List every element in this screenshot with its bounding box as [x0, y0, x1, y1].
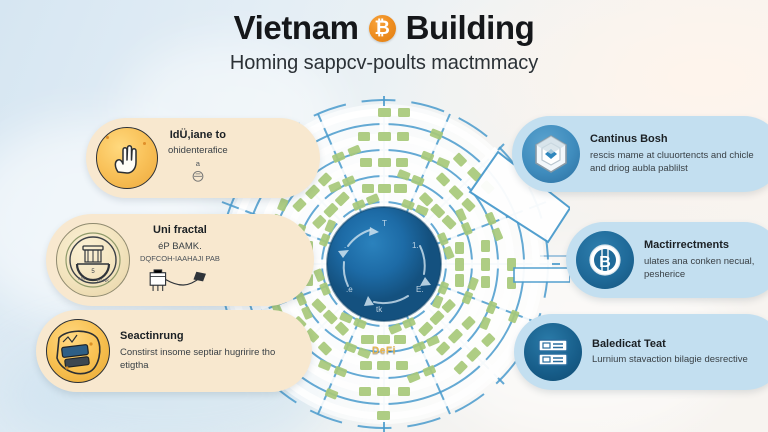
card-consensus-body: Cantinus Bosh rescis mame at cluuortenct… [590, 133, 766, 175]
card-ledger-title: Baledicat Teat [592, 337, 666, 350]
bitcoin-glyph: B [589, 244, 621, 276]
hub-core-disc [327, 207, 441, 321]
hub-ring-marks: T 1. E. tk .e . [344, 219, 424, 314]
card-community-sub: a [195, 158, 200, 168]
card-ledger-desc: Lurnium stavaction bilagie desrective [592, 354, 748, 366]
card-bank[interactable]: 5 AM BANK Uni fractal éP BAMK. DQFCOH-IA… [46, 214, 314, 306]
hub-arrow-heads [338, 227, 431, 306]
card-payments-title: Mactirrectments [644, 239, 729, 252]
card-consensus-desc: rescis mame at cluuortencts and chicle a… [590, 149, 754, 174]
wallet-glyph [56, 330, 101, 375]
card-bank-title: Uni fractal [153, 224, 207, 237]
card-community[interactable]: IdÜ,iane to ohidenterafice a [86, 118, 320, 198]
card-payments-body: Mactirrectments ulates ana conken necual… [644, 239, 766, 281]
card-security-body: Seactinrung Constirst insome septiar hug… [120, 330, 296, 372]
bitcoin-circle-icon: B [576, 231, 634, 289]
hand-glyph [114, 145, 137, 174]
page-title: Vietnam ₿ Building [0, 9, 768, 46]
card-consensus[interactable]: Cantinus Bosh rescis mame at cluuortenct… [512, 116, 768, 192]
green-city-blocks [270, 108, 520, 420]
small-seal-icon [192, 171, 204, 182]
wallet-card-icon [46, 319, 110, 383]
card-bank-desc: éP BAMK. [158, 240, 202, 252]
svg-text:AM: AM [78, 276, 85, 281]
hub-core-label: DeFi [371, 345, 397, 357]
bitcoin-icon: ₿ [368, 14, 396, 42]
svg-text:tk: tk [376, 305, 383, 314]
card-ledger[interactable]: Baledicat Teat Lurnium stavaction bilagi… [514, 314, 768, 390]
svg-text:BANK: BANK [97, 278, 109, 283]
card-ledger-body: Baledicat Teat Lurnium stavaction bilagi… [592, 338, 748, 367]
card-bank-body: Uni fractal éP BAMK. DQFCOH-IAAHAJI PAB [140, 224, 220, 296]
hexagon-cube-icon [522, 125, 580, 183]
coin-seal-icon: 5 AM BANK [56, 223, 130, 297]
card-consensus-title: Cantinus Bosh [590, 133, 668, 146]
svg-text:5: 5 [91, 269, 95, 275]
card-security[interactable]: Seactinrung Constirst insome septiar hug… [36, 310, 312, 392]
atm-network-sketch-icon [149, 269, 206, 291]
poster-header: Vietnam ₿ Building Homing sappcv-poults … [0, 9, 768, 75]
card-security-title: Seactinrung [120, 330, 184, 343]
svg-text:.e: .e [346, 285, 353, 294]
svg-text:.: . [344, 241, 346, 250]
svg-text:E.: E. [416, 285, 424, 294]
server-stack-icon [524, 323, 582, 381]
svg-text:B: B [599, 254, 611, 271]
title-word-left: Vietnam [233, 9, 359, 46]
card-community-body: IdÜ,iane to ohidenterafice a [168, 129, 228, 188]
server-glyph [538, 339, 568, 366]
card-community-title: IdÜ,iane to [169, 128, 226, 141]
bank-crest-glyph: 5 AM BANK [65, 232, 121, 288]
page-subtitle: Homing sappcv-poults mactmmacy [229, 52, 539, 75]
hexagon-glyph [535, 135, 567, 173]
card-payments[interactable]: B Mactirrectments ulates ana conken necu… [566, 222, 768, 298]
card-community-desc: ohidenterafice [168, 145, 228, 157]
card-payments-desc: ulates ana conken necual, pesherice [644, 255, 755, 280]
card-bank-sub: DQFCOH-IAAHAJI PAB [140, 254, 220, 264]
hub-cycle-arrows [342, 229, 426, 305]
card-security-desc: Constirst insome septiar hugririre tho e… [120, 346, 276, 371]
svg-text:1.: 1. [412, 241, 419, 250]
title-word-right: Building [405, 9, 535, 46]
svg-text:T: T [382, 219, 387, 228]
hand-circle-icon [96, 127, 158, 189]
